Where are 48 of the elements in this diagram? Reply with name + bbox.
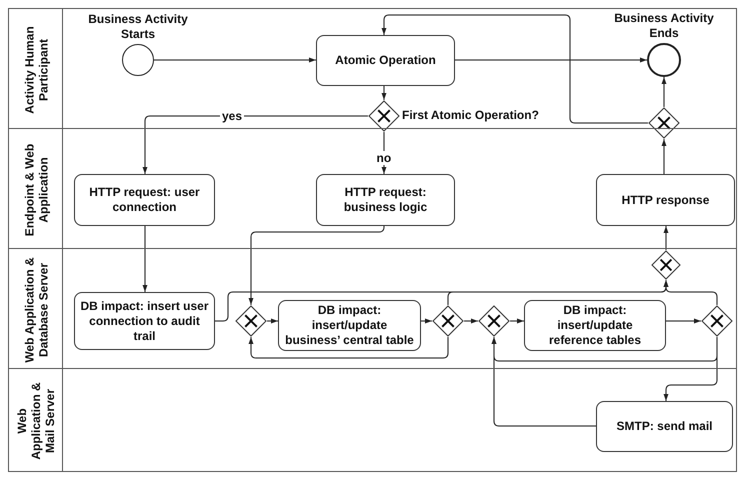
task-box: SMTP: send mail (596, 401, 733, 452)
gateway-diamond (235, 305, 267, 337)
gateway-label: First Atomic Operation? (402, 108, 539, 122)
edge-label: no (374, 151, 394, 165)
arrow (266, 318, 278, 324)
swimlane (8, 248, 737, 369)
arrow (248, 226, 384, 306)
arrow (142, 116, 368, 174)
arrow (662, 76, 666, 108)
task-box: Atomic Operation (316, 35, 455, 86)
gateway-diamond (701, 305, 733, 337)
arrow (664, 226, 668, 250)
arrow (664, 336, 718, 402)
swimlane (8, 368, 737, 472)
task-box: DB impact: insert/update reference tables (524, 300, 666, 351)
arrow (382, 14, 648, 124)
event-label: Business Activity Starts (87, 12, 189, 42)
arrow (248, 336, 448, 358)
task-box: HTTP response (596, 174, 735, 226)
arrow (662, 138, 666, 174)
lane-heading: Activity Human Participant (21, 24, 51, 116)
arrow (454, 58, 648, 62)
arrow (420, 318, 432, 324)
arrow (382, 132, 386, 174)
start-event-circle (122, 44, 154, 76)
task-box: DB impact: insert/update business’ central table (278, 300, 421, 351)
lane-heading: Web Application & Mail Server (14, 381, 58, 462)
end-event-circle (647, 43, 681, 77)
task-box: HTTP request: user connection (74, 174, 215, 226)
lane-heading: Web Application & Database Server (21, 256, 51, 363)
arrow (510, 318, 524, 324)
task-box: HTTP request: business logic (316, 174, 455, 226)
arrow (492, 336, 596, 426)
arrow (154, 58, 316, 62)
arrow (382, 86, 386, 100)
arrow (666, 318, 702, 324)
swimlane (8, 128, 737, 249)
gateway-diamond (478, 305, 510, 337)
gateway-diamond (368, 100, 400, 132)
gateway-diamond (651, 250, 681, 280)
event-label: Business Activity Ends (613, 11, 715, 41)
arrow (664, 280, 718, 306)
arrow (142, 226, 148, 292)
gateway-diamond (648, 107, 680, 139)
lane-heading: Endpoint & Web Application (21, 142, 51, 238)
gateway-diamond (432, 305, 464, 337)
arrow (464, 318, 478, 324)
task-box: DB impact: insert user connection to audit trail (74, 292, 215, 350)
